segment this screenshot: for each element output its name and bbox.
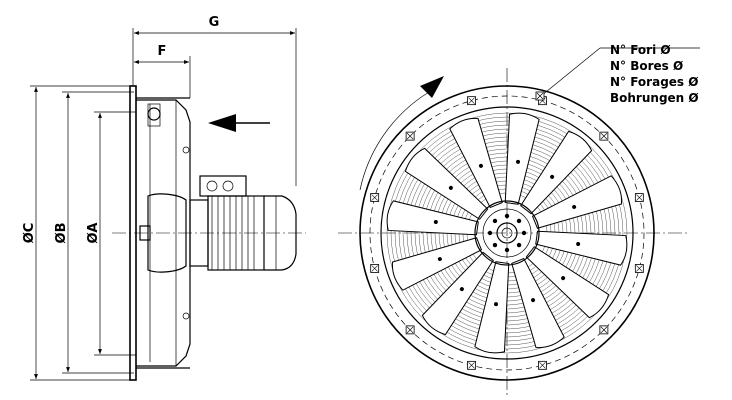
fan-blade [504,112,540,205]
dimension-f-label: F [158,44,167,59]
flange-hole [370,264,380,273]
grille-ring [386,112,628,354]
dimension-ob: ØB [54,91,134,374]
grille-ring [402,128,612,338]
hub-bolt [492,218,498,224]
hole-note-line2: N° Bores Ø [610,59,683,73]
bolt-circle [369,95,645,371]
fan-blade [511,257,565,349]
fan-hub [474,200,540,266]
hub-bolt [487,230,493,236]
fan-blade [391,237,483,291]
fan-blade [531,175,623,229]
dimension-oc: ØC [22,85,134,381]
flange-holes [370,96,644,370]
grille-ring [418,144,596,322]
fan-blade [535,230,628,266]
dimension-ob-label: ØB [54,223,69,244]
hub-bolt [516,242,522,248]
flange-hole [599,131,609,141]
hole-note-leader [540,47,700,97]
flange-hole [405,131,415,141]
flange-hole [599,325,609,335]
flange-hole [370,193,380,202]
side-blade-profile [147,193,187,273]
dimension-oc-label: ØC [22,223,37,244]
flange-hole [405,325,415,335]
hub-bolt [492,242,498,248]
dimension-f: F [134,44,191,98]
fan-blade [386,200,479,236]
side-hub [139,225,151,241]
grille-ring [390,116,624,350]
fan-blades [386,112,628,354]
flange-hole [467,96,476,106]
grille-ring [394,120,620,346]
flange-hole [467,360,476,370]
grille-ring [406,132,608,334]
dimension-oa: ØA [86,111,136,356]
fan-blade [474,261,510,354]
hole-note-line3: N° Forages Ø [610,75,698,89]
dimension-oa-label: ØA [86,223,101,244]
fan-blade [404,147,489,220]
dimension-g-label: G [209,15,220,30]
hole-callout [535,91,545,101]
flange-hole [634,193,644,202]
front-view: N° Fori Ø N° Bores Ø N° Forages Ø Bohrun… [338,43,700,396]
airflow-arrow [208,114,270,132]
flange-hole [538,360,547,370]
grille-ring [426,152,588,314]
grille-ring [422,148,592,318]
dimension-g: G [132,15,297,186]
side-view: G F ØC ØB ØA [22,15,306,381]
fan-blade [421,251,494,336]
side-flange [129,85,190,381]
side-motor [189,175,297,271]
flange-hole [634,264,644,273]
fan-blade [525,246,610,319]
flange-inner-ring [380,106,634,360]
hub-bolt [504,247,510,253]
grille-ring [414,140,600,326]
grille-ring [410,136,604,330]
fan-blade [449,117,503,209]
fan-blade [520,130,593,215]
hole-note-line4: Bohrungen Ø [610,91,699,105]
flange-outer-ring [359,85,655,381]
rotation-arrow [359,76,444,191]
grille-ring [398,124,616,342]
hub-bolt [504,213,510,219]
hole-note-line1: N° Fori Ø [610,43,671,57]
hub-bolt [521,230,527,236]
hub-bolt [516,218,522,224]
